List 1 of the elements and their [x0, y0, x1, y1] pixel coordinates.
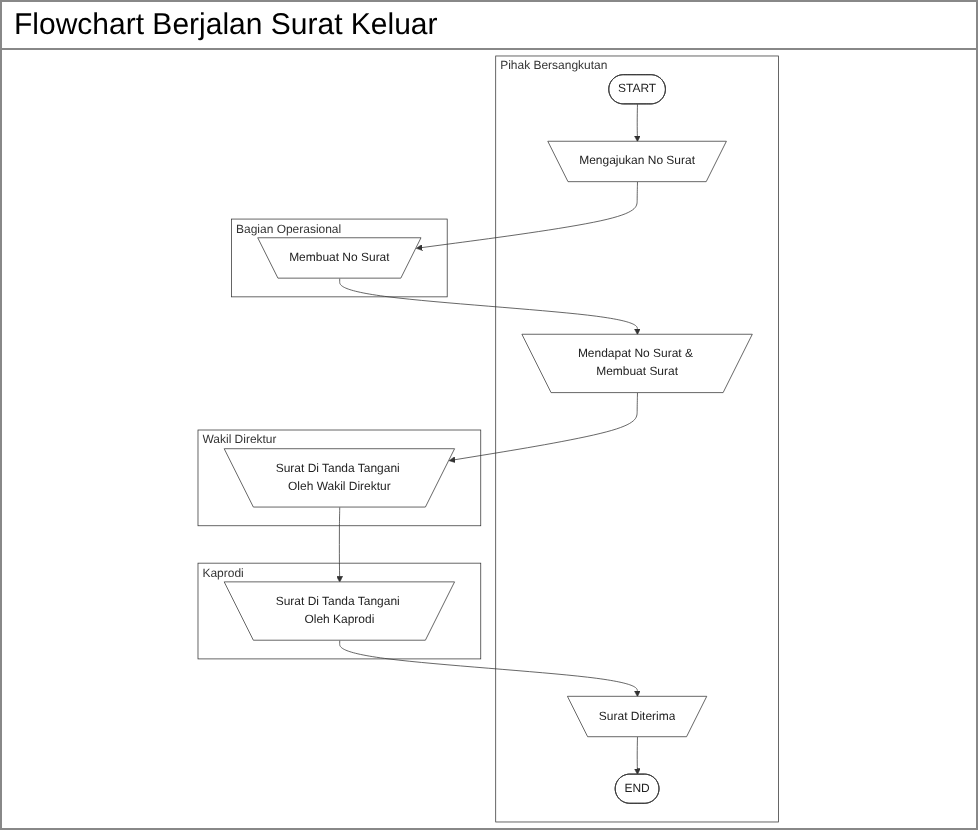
diagram-title: Flowchart Berjalan Surat Keluar	[2, 2, 976, 50]
